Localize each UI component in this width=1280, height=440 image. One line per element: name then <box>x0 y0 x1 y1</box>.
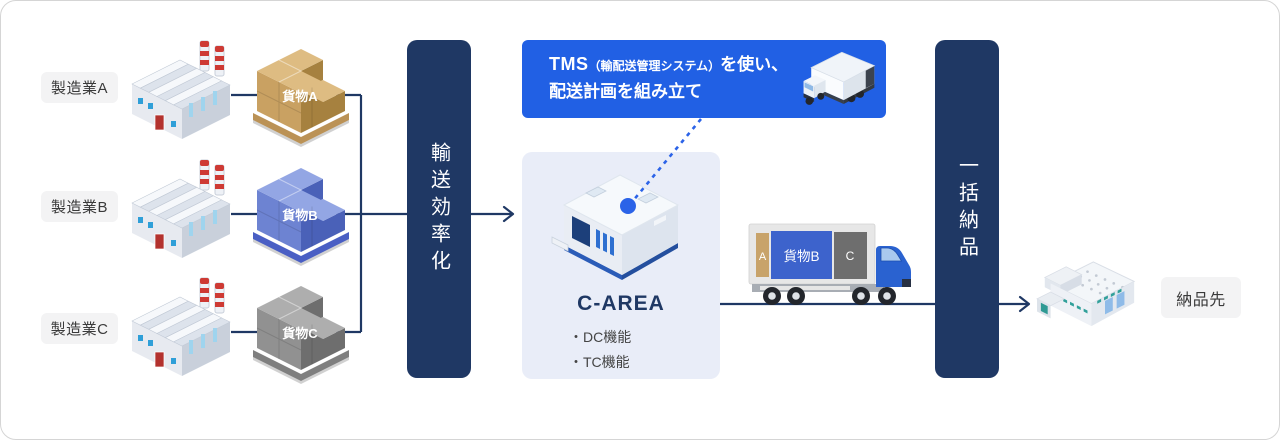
arrowhead-into-destination <box>1018 295 1031 313</box>
cargo-a-text: 貨物A <box>282 89 318 104</box>
truck-segment-a-text: A <box>759 251 767 263</box>
factory-b-icon <box>127 158 245 260</box>
c-area-feature-tc: ・TC機能 <box>569 354 630 370</box>
tms-line2: 配送計画を組み立て <box>549 82 702 101</box>
manufacturer-b-label: 製造業B <box>41 191 118 222</box>
cargo-b-pallet-icon: 貨物B <box>251 162 351 266</box>
tms-link-dot <box>620 198 636 214</box>
manufacturer-c-text: 製造業C <box>50 321 109 338</box>
c-area-feature-dc: ・DC機能 <box>569 329 632 345</box>
c-area-title: C-AREA <box>577 292 665 315</box>
c-area-panel: C-AREA ・DC機能 ・TC機能 <box>522 152 720 379</box>
stage1-text: 輸送効率化 <box>427 141 450 277</box>
tms-title-suffix: を使い、 <box>720 55 789 74</box>
tms-text: TMS（輸配送管理システム）を使い、 配送計画を組み立て <box>549 51 788 105</box>
manufacturer-a-text: 製造業A <box>50 80 108 97</box>
stage2-text: 一括納品 <box>955 155 978 263</box>
destination-text: 納品先 <box>1176 291 1226 309</box>
destination-label: 納品先 <box>1161 277 1241 318</box>
manufacturer-a-label: 製造業A <box>41 72 118 103</box>
tms-title-paren: （輸配送管理システム） <box>588 59 721 73</box>
manufacturer-b-text: 製造業B <box>50 199 108 216</box>
arrowhead-into-c-area <box>502 205 515 223</box>
tms-title-main: TMS <box>549 54 589 74</box>
manufacturer-c-label: 製造業C <box>41 313 118 344</box>
cargo-c-pallet-icon: 貨物C <box>251 280 351 384</box>
stage-bar-bulk-delivery: 一括納品 <box>935 40 999 378</box>
warehouse-icon <box>551 174 680 280</box>
cargo-b-text: 貨物B <box>282 208 317 223</box>
cargo-c-text: 貨物C <box>282 326 318 341</box>
tms-dotted-link <box>620 118 702 214</box>
delivery-truck: A 貨物B C <box>748 223 911 305</box>
truck-segment-b <box>771 231 832 279</box>
factory-c-icon <box>127 276 245 378</box>
truck-segment-c <box>834 232 867 279</box>
factory-a-icon <box>127 39 245 141</box>
truck-wheels <box>763 287 896 305</box>
tms-truck-icon <box>803 51 876 105</box>
truck-segment-b-text: 貨物B <box>783 248 819 264</box>
cargo-a-pallet-icon: 貨物A <box>251 43 351 147</box>
destination-building-icon <box>1036 261 1136 327</box>
tms-callout: TMS（輸配送管理システム）を使い、 配送計画を組み立て <box>522 40 886 118</box>
stage-bar-transport-efficiency: 輸送効率化 <box>407 40 471 378</box>
truck-segment-a <box>756 233 769 277</box>
truck-segment-c-text: C <box>846 249 855 263</box>
